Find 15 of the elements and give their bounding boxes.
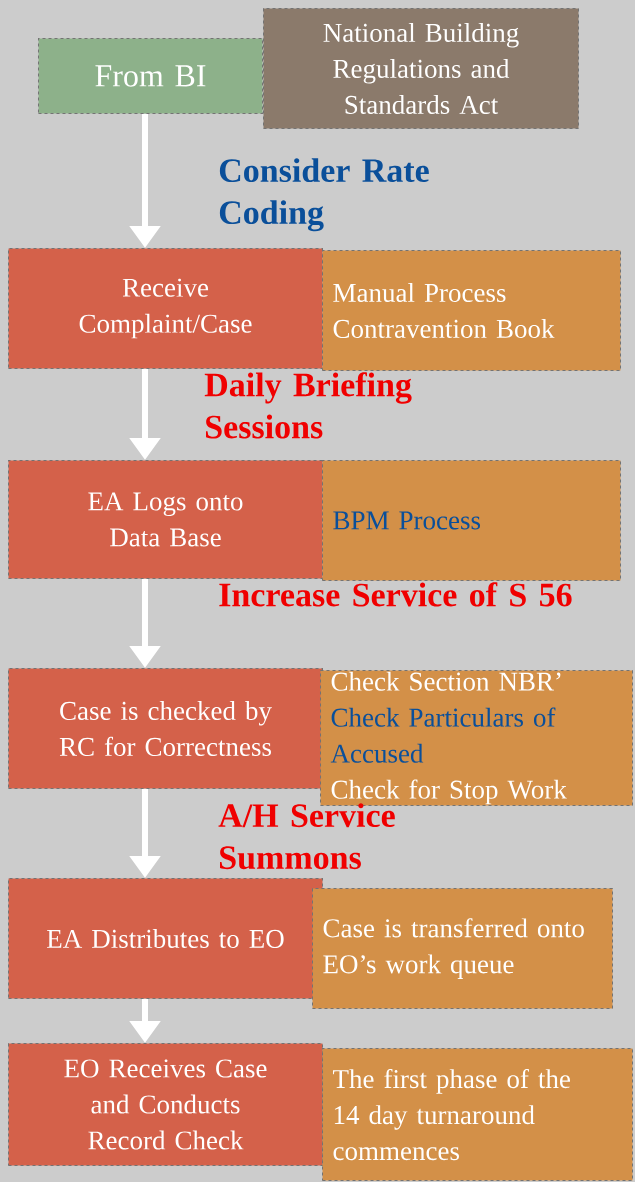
process-box: EA Logs onto Data Base xyxy=(8,460,323,579)
process-box: Manual Process Contravention Book xyxy=(322,250,621,371)
process-box: EA Distributes to EO xyxy=(8,878,323,999)
annotation: A/H Service Summons xyxy=(218,803,395,870)
process-box: National Building Regulations and Standards Act xyxy=(263,8,579,129)
annotation: Increase Service of S 56 xyxy=(219,582,572,607)
process-box: BPM Process xyxy=(322,460,621,581)
process-box: From BI xyxy=(38,38,263,114)
process-box: Case is checked by RC for Correctness xyxy=(8,668,323,789)
process-box: The first phase of the 14 day turnaround commences xyxy=(322,1048,633,1181)
annotation: Daily Briefing Sessions xyxy=(204,372,412,439)
process-box: Receive Complaint/Case xyxy=(8,248,323,369)
process-box: EO Receives Case and Conducts Record Check xyxy=(8,1043,323,1166)
annotation: Consider Rate Coding xyxy=(219,158,429,232)
process-box: Case is transferred onto EO’s work queue xyxy=(312,888,613,1009)
